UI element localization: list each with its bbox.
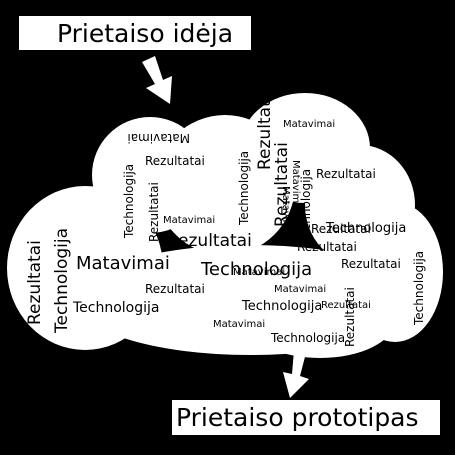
cloud-word: Matavimai [163,215,215,226]
cloud-word: Technologija [200,259,312,280]
cloud-word: Rezultatai [343,287,357,347]
cloud-word: Technologija [237,151,251,226]
cloud-word: Technologija [270,331,345,345]
cloud-word: Rezultatai [167,231,252,251]
cloud-word: Rezultatai [272,142,292,227]
down-arrow-icon [142,56,172,104]
cloud-word: Matavimai [283,119,335,130]
down-arrow-icon [283,350,309,398]
cloud-word: Matavimai [76,253,170,274]
cloud-word: Rezultatai [145,154,205,168]
cloud-word: Rezultatai [311,222,371,236]
cloud-word: Technologija [52,228,72,334]
cloud-word: Rezultatai [297,240,357,254]
word-cloud-shape [7,93,443,358]
cloud-word: Matavimai [127,131,190,145]
cloud-word: Rezultatai [147,182,161,242]
device-prototype-label: Prietaiso prototipas [172,400,440,435]
cloud-word: Matavimai [274,284,326,295]
cloud-word: Technologija [325,221,406,236]
cloud-word: Rezultatai [321,300,371,311]
cloud-word: Technologija [122,164,136,239]
cloud-word: Rezultatai [255,85,275,170]
cloud-word: Technologija [241,299,322,314]
cloud-word: Matavimai [280,186,291,238]
cloud-word: Matavimai [233,267,285,278]
cloud-word: Matavimai [290,160,301,212]
cloud-word: Technologija [72,300,160,316]
cloud-word: Technologija [412,251,426,326]
cloud-word: Technologija [299,169,313,244]
cloud-word: Rezultatai [25,240,45,325]
cloud-word: Matavimai [213,319,265,330]
cloud-word: Rezultatai [145,282,205,296]
cloud-word: Rezultatai [316,167,376,181]
device-idea-label: Prietaiso idėja [19,16,251,50]
cloud-word: Rezultatai [341,257,401,271]
